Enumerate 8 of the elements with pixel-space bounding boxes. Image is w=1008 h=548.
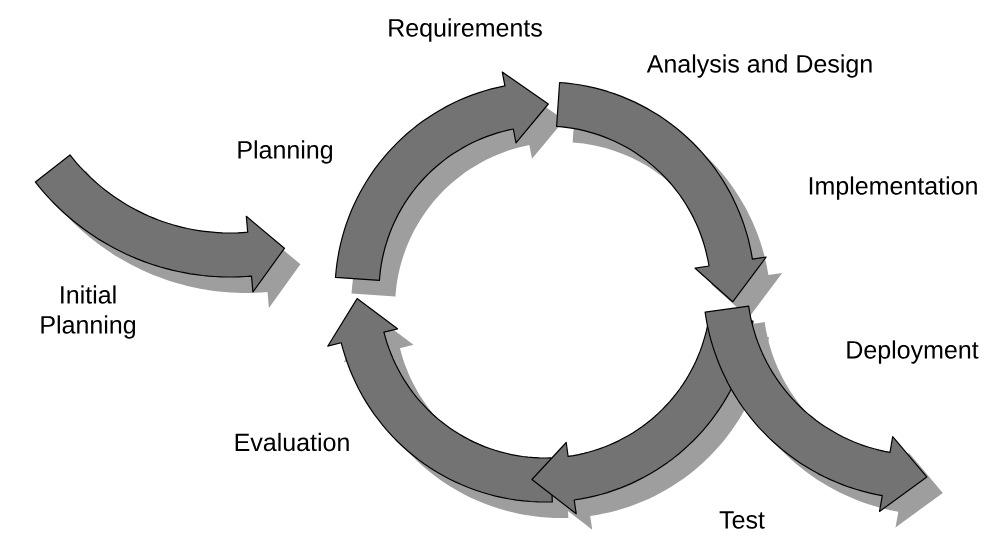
stage-label: Planning: [238, 140, 333, 164]
stage-label: Initial Planning: [41, 285, 136, 339]
stage-label: Analysis and Design: [646, 54, 872, 78]
stage-label: Evaluation: [235, 432, 349, 452]
stage-label: Requirements: [389, 18, 542, 42]
stage-label: Test: [719, 511, 765, 529]
stage-label: Deployment: [847, 340, 979, 364]
stage-label: Implementation: [809, 176, 977, 200]
